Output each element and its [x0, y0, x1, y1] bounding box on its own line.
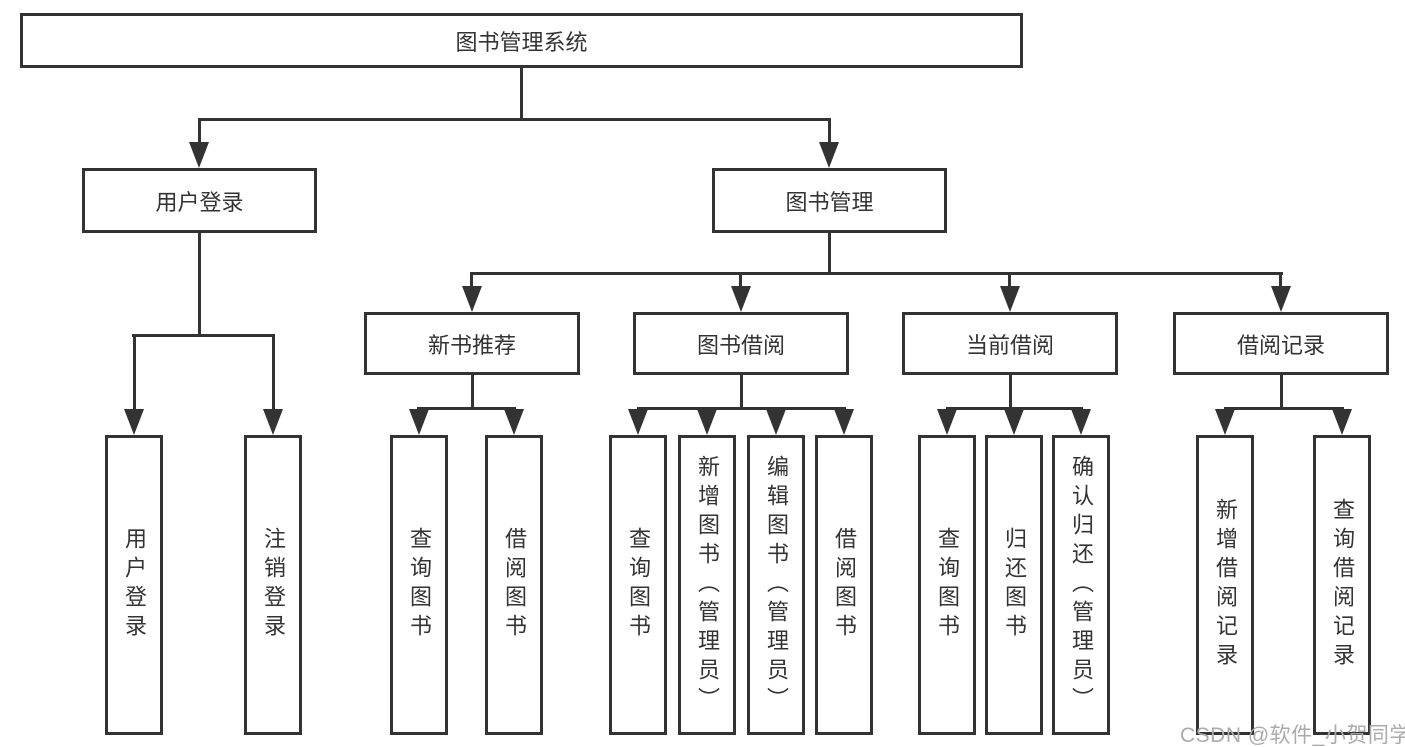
leaf-add-borrow-record: 新增借阅记录: [1196, 435, 1254, 735]
node-current-borrowing: 当前借阅: [902, 312, 1118, 375]
arrowhead-down-icon: [819, 142, 839, 168]
leaf-label: 查询借阅记录: [1330, 498, 1355, 672]
leaf-query-books-recommend: 查询图书: [390, 435, 448, 735]
leaf-borrow-books: 借阅图书: [815, 435, 873, 735]
arrowhead-down-icon: [409, 409, 429, 435]
connector-vline: [520, 68, 523, 118]
leaf-query-books-current: 查询图书: [918, 435, 976, 735]
node-label: 借阅记录: [1236, 332, 1325, 358]
connector-vline: [740, 375, 743, 407]
connector-hline: [417, 407, 516, 410]
leaf-logout: 注销登录: [244, 435, 302, 735]
leaf-add-books-admin: 新增图书（管理员）: [678, 435, 736, 735]
csdn-watermark: CSDN @软件_小贺同学: [1180, 724, 1405, 747]
node-library-management-system: 图书管理系统: [20, 13, 1023, 68]
connector-hline: [1224, 407, 1344, 410]
connector-vline: [198, 118, 201, 144]
node-new-book-recommendation: 新书推荐: [364, 312, 580, 375]
leaf-label: 确认归还（管理员）: [1069, 454, 1094, 716]
leaf-label: 注销登录: [261, 527, 286, 643]
arrowhead-down-icon: [697, 409, 717, 435]
connector-vline: [470, 272, 473, 288]
connector-hline: [470, 272, 1283, 275]
arrowhead-down-icon: [628, 409, 648, 435]
leaf-query-borrow-record: 查询借阅记录: [1313, 435, 1371, 735]
leaf-borrow-books-recommend: 借阅图书: [485, 435, 543, 735]
connector-vline: [828, 118, 831, 144]
connector-vline: [198, 233, 201, 336]
leaf-edit-books-admin: 编辑图书（管理员）: [747, 435, 805, 735]
node-borrowing-records: 借阅记录: [1173, 312, 1389, 375]
arrowhead-down-icon: [937, 409, 957, 435]
arrowhead-down-icon: [189, 142, 209, 168]
leaf-label: 新增借阅记录: [1213, 498, 1238, 672]
node-label: 图书管理: [785, 189, 874, 215]
leaf-label: 借阅图书: [502, 527, 527, 643]
connector-vline: [1008, 272, 1011, 288]
node-book-borrowing: 图书借阅: [633, 312, 849, 375]
node-user-login: 用户登录: [82, 168, 317, 233]
connector-vline: [828, 233, 831, 273]
leaf-confirm-return-admin: 确认归还（管理员）: [1052, 435, 1110, 735]
arrowhead-down-icon: [1000, 286, 1020, 312]
leaf-label: 借阅图书: [832, 527, 857, 643]
connector-vline: [739, 272, 742, 288]
leaf-return-books: 归还图书: [985, 435, 1043, 735]
leaf-label: 查询图书: [935, 527, 960, 643]
leaf-label: 新增图书（管理员）: [695, 454, 720, 716]
node-book-management: 图书管理: [712, 168, 947, 233]
connector-vline: [471, 375, 474, 407]
connector-vline: [1279, 272, 1282, 288]
node-label: 图书借阅: [696, 332, 785, 358]
arrowhead-down-icon: [1332, 409, 1352, 435]
arrowhead-down-icon: [834, 409, 854, 435]
connector-vline: [1280, 375, 1283, 407]
arrowhead-down-icon: [731, 286, 751, 312]
arrowhead-down-icon: [1271, 286, 1291, 312]
connector-vline: [133, 334, 136, 411]
leaf-label: 编辑图书（管理员）: [764, 454, 789, 716]
node-label: 用户登录: [155, 189, 244, 215]
leaf-label: 查询图书: [407, 527, 432, 643]
connector-hline: [637, 407, 846, 410]
leaf-label: 归还图书: [1002, 527, 1027, 643]
arrowhead-down-icon: [462, 286, 482, 312]
connector-vline: [1009, 375, 1012, 407]
leaf-query-books-borrowing: 查询图书: [609, 435, 667, 735]
leaf-label: 用户登录: [122, 527, 147, 643]
arrowhead-down-icon: [1071, 409, 1091, 435]
node-label: 新书推荐: [427, 332, 516, 358]
arrowhead-down-icon: [1004, 409, 1024, 435]
connector-vline: [272, 334, 275, 411]
arrowhead-down-icon: [504, 409, 524, 435]
arrowhead-down-icon: [1215, 409, 1235, 435]
leaf-label: 查询图书: [626, 527, 651, 643]
arrowhead-down-icon: [766, 409, 786, 435]
node-label: 图书管理系统: [455, 29, 588, 55]
arrowhead-down-icon: [263, 409, 283, 435]
node-label: 当前借阅: [965, 332, 1054, 358]
connector-hline: [132, 334, 274, 337]
leaf-user-login: 用户登录: [105, 435, 163, 735]
connector-hline: [198, 118, 831, 121]
arrowhead-down-icon: [124, 409, 144, 435]
